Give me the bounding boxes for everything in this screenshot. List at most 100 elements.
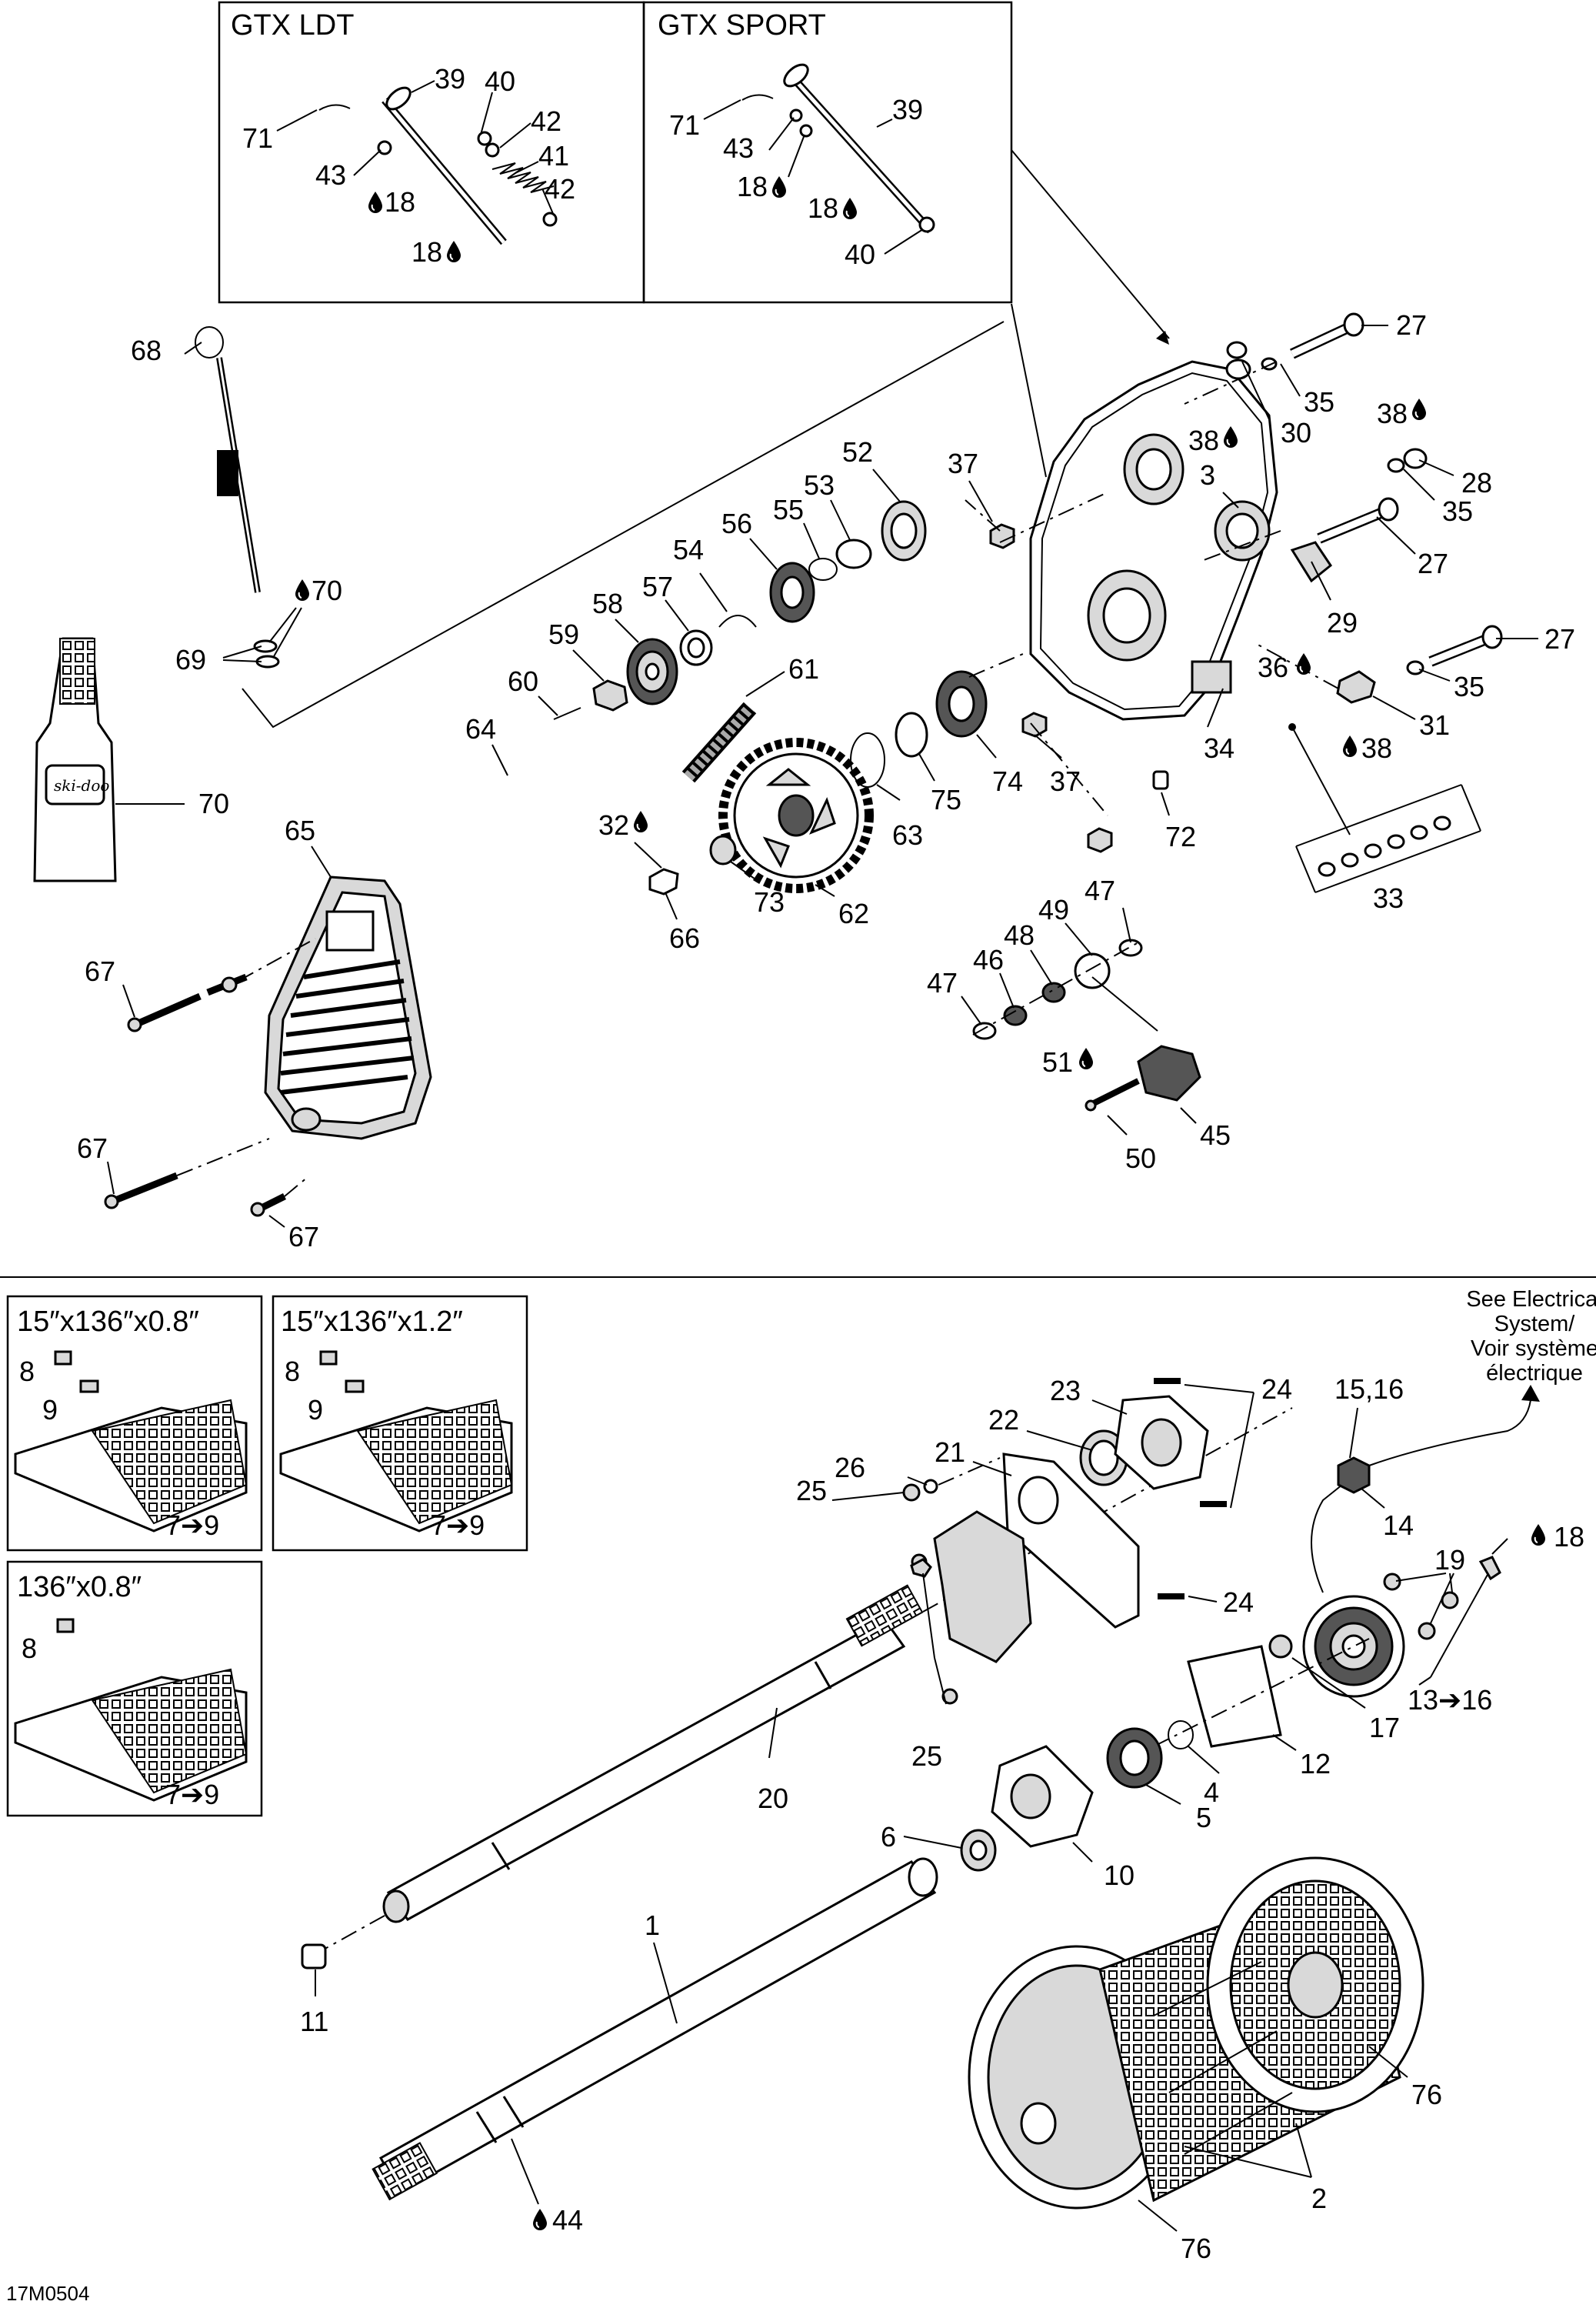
oil-drop-icon (1342, 735, 1358, 758)
callout-label: 14 (1383, 1509, 1414, 1541)
variant-box-gtx-ldt: GTX LDT 39 40 42 41 42 71 43 18 18 (218, 1, 645, 304)
callout-label: 24 (1261, 1373, 1292, 1405)
callout-label: 33 (1373, 882, 1404, 914)
callout-label: 50 (1125, 1142, 1156, 1174)
callout-label: 26 (835, 1452, 865, 1483)
callout-label: 1 (645, 1909, 660, 1941)
drawing-code: 17M0504 (6, 2282, 89, 2305)
callout-label: 27 (1418, 548, 1448, 579)
callout-label: 62 (838, 898, 869, 929)
callout-label: 25 (796, 1475, 827, 1506)
sprocket-58 (626, 638, 678, 705)
callout-label: 45 (1200, 1119, 1231, 1151)
callout-label: 43 (315, 159, 346, 191)
callout-label: 76 (1411, 2079, 1442, 2110)
callout-label: 18 (808, 192, 838, 224)
bolt-27-mid (1317, 497, 1399, 544)
oil-drop-icon (532, 2208, 548, 2231)
oil-drop-icon (446, 240, 461, 263)
callout-label: 7➔9 (165, 1779, 219, 1810)
chain-61 (681, 702, 757, 783)
note-line: System/ (1494, 1312, 1576, 1336)
callout-label: 38 (1188, 425, 1219, 456)
note-line: See Electrical (1466, 1287, 1596, 1312)
callout-label: 4 (1204, 1776, 1219, 1808)
callout-label: 35 (1454, 671, 1484, 702)
callout-label: 69 (175, 644, 206, 675)
axle-shaft-1 (372, 1857, 938, 2201)
callout-label: 8 (22, 1633, 37, 1664)
callout-label: 57 (642, 571, 673, 602)
callout-label: 8 (19, 1356, 35, 1387)
callout-label: 27 (1544, 623, 1575, 655)
callout-label: 39 (435, 63, 465, 95)
callout-label: 28 (1461, 467, 1492, 499)
callout-label: 66 (669, 922, 700, 954)
callout-label: 6 (881, 1821, 896, 1853)
callout-label: 18 (411, 236, 442, 268)
note-line: électrique (1486, 1361, 1583, 1386)
drive-shaft-20 (382, 1584, 924, 1923)
callout-label: 64 (465, 713, 496, 745)
oil-drop-icon (1078, 1047, 1094, 1070)
callout-label: 30 (1281, 417, 1311, 449)
callout-label: 67 (288, 1221, 319, 1252)
bottle-logo: ski-doo (54, 776, 109, 795)
callout-label: 37 (1050, 765, 1081, 797)
callout-label: 63 (892, 819, 923, 851)
callout-label: 58 (592, 588, 623, 619)
callout-label: 42 (545, 173, 575, 205)
callout-label: 53 (804, 469, 835, 501)
callout-label: 35 (1442, 495, 1473, 527)
callout-label: 43 (723, 132, 754, 164)
callout-label: 60 (508, 665, 538, 697)
callout-label: 76 (1181, 2233, 1211, 2264)
callout-label: 38 (1361, 732, 1392, 764)
callout-label: 5 (1196, 1802, 1211, 1833)
callout-label: 8 (285, 1356, 300, 1387)
callout-label: 73 (754, 886, 785, 918)
callout-label: 25 (911, 1740, 942, 1772)
callout-label: 31 (1419, 709, 1450, 741)
callout-label: 49 (1038, 894, 1069, 926)
callout-label: 71 (242, 122, 273, 154)
callout-label: 74 (992, 765, 1023, 797)
box-title: 15″x136″x1.2″ (281, 1306, 463, 1338)
callout-label: 18 (1554, 1521, 1584, 1553)
callout-label: 13➔16 (1408, 1684, 1492, 1716)
callout-label: 51 (1042, 1046, 1073, 1078)
callout-label: 72 (1165, 821, 1196, 852)
spring (491, 162, 555, 193)
box-title: GTX LDT (231, 9, 354, 42)
bolt-27-low (1428, 625, 1503, 667)
sensor-plate (1302, 1595, 1405, 1698)
track-box-2: 15″x136″x1.2″ 8 9 7➔9 (272, 1295, 528, 1552)
callout-label: 7➔9 (165, 1509, 219, 1541)
callout-label: 24 (1223, 1586, 1254, 1618)
oil-drop-icon (633, 810, 648, 833)
callout-label: 32 (598, 809, 629, 841)
oil-drop-icon (368, 191, 383, 214)
callout-label: 65 (285, 815, 315, 846)
callout-label: 70 (198, 788, 229, 819)
track-box-1: 15″x136″x0.8″ 8 9 7➔9 (6, 1295, 263, 1552)
bolt-27-top (1290, 312, 1364, 359)
callout-label: 68 (131, 335, 162, 366)
callout-label: 75 (931, 784, 961, 815)
callout-label: 71 (669, 109, 700, 141)
callout-label: 22 (988, 1404, 1019, 1436)
callout-label: 41 (538, 140, 569, 172)
callout-label: 3 (1200, 459, 1215, 491)
dipstick-68 (195, 326, 261, 593)
callout-label: 61 (788, 653, 819, 685)
callout-label: 29 (1327, 607, 1358, 639)
electrical-system-note: See Electrical System/ Voir système élec… (1466, 1287, 1596, 1386)
callout-label: 47 (927, 967, 958, 999)
chaincase-cover-65 (264, 876, 432, 1140)
drive-sprockets-2 (968, 1856, 1424, 2210)
callout-label: 54 (673, 534, 704, 565)
callout-label: 34 (1204, 732, 1234, 764)
callout-label: 2 (1311, 2183, 1327, 2214)
callout-label: 59 (548, 619, 579, 650)
callout-label: 70 (312, 575, 342, 606)
